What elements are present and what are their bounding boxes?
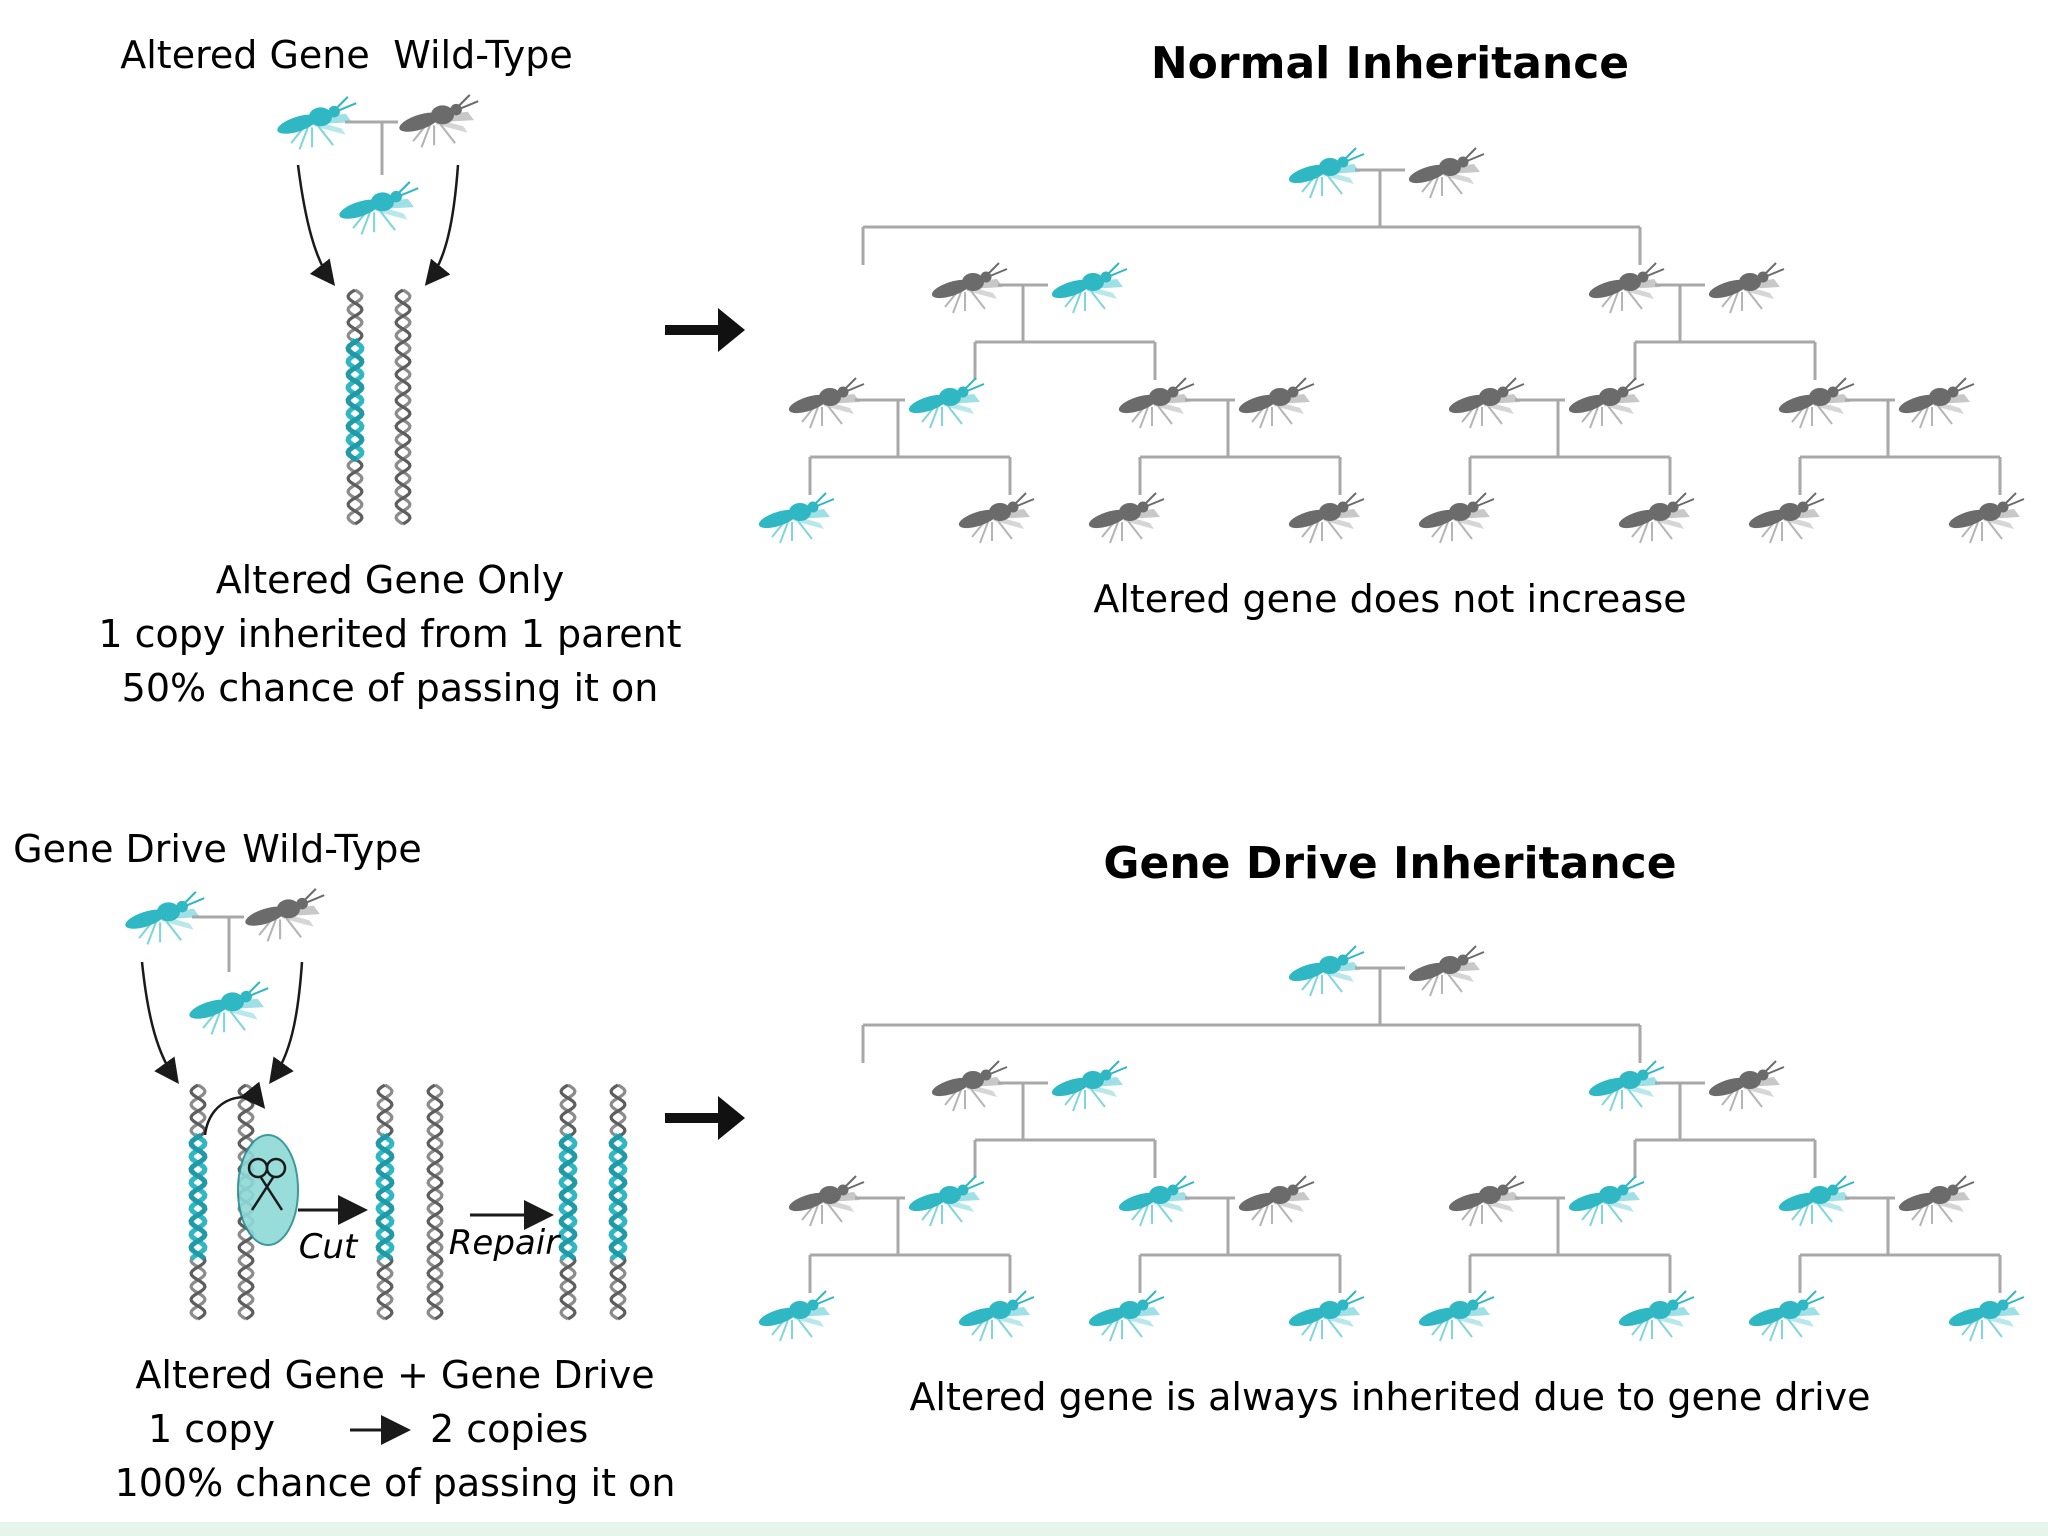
mosquito-icon — [339, 181, 419, 235]
mosquito-icon — [908, 1175, 985, 1227]
mosquito-icon — [1238, 1175, 1315, 1227]
drive-caption-line-3: 100% chance of passing it on — [115, 1461, 676, 1505]
curved-arrow-left — [296, 164, 336, 286]
mosquito-icon — [1288, 147, 1365, 199]
mosquito-icon — [1948, 492, 2025, 544]
dna-icon — [375, 1083, 395, 1321]
bottom-strip — [0, 1522, 2048, 1536]
mosquito-icon — [1748, 492, 1825, 544]
drive-wild-type-label: Wild-Type — [242, 827, 421, 871]
mosquito-icon — [788, 1175, 865, 1227]
drive-cross-panel: Gene Drive Wild-Type Cut Repair Altered … — [13, 827, 675, 1505]
normal-inheritance-title: Normal Inheritance — [1151, 38, 1629, 89]
mosquito-icon — [1448, 377, 1525, 429]
drive-inheritance-tree — [758, 945, 2025, 1342]
gene-drive-label: Gene Drive — [13, 827, 227, 871]
mosquito-icon — [1898, 377, 1975, 429]
arrow-right-icon — [665, 1096, 745, 1140]
mosquito-icon — [1288, 492, 1365, 544]
mosquito-icon — [908, 377, 985, 429]
dna-icon — [608, 1083, 628, 1321]
normal-caption-line-2: 1 copy inherited from 1 parent — [98, 612, 681, 656]
mosquito-icon — [931, 1060, 1008, 1112]
mosquito-icon — [788, 377, 865, 429]
mosquito-icon — [1408, 147, 1485, 199]
drive-chromosomes — [188, 1083, 628, 1321]
mosquito-icon — [1588, 262, 1665, 314]
mosquito-icon — [1618, 1290, 1695, 1342]
mosquito-icon — [958, 492, 1035, 544]
mosquito-icon — [1418, 492, 1495, 544]
drive-inheritance-panel: Gene Drive Inheritance Altered gene is a… — [758, 838, 2025, 1419]
normal-cross-panel: Altered Gene Wild-Type Altered Gene Only… — [98, 33, 681, 710]
mosquito-icon — [1088, 492, 1165, 544]
mosquito-icon — [1618, 492, 1695, 544]
mosquito-icon — [931, 262, 1008, 314]
mosquito-icon — [1948, 1290, 2025, 1342]
drive-cross-offspring — [189, 981, 269, 1035]
drive-inheritance-footer: Altered gene is always inherited due to … — [909, 1375, 1870, 1419]
repair-label: Repair — [449, 1223, 561, 1263]
dna-icon — [558, 1083, 578, 1321]
copy-arrow — [203, 1081, 266, 1136]
normal-caption-line-3: 50% chance of passing it on — [122, 666, 659, 710]
drive-caption-two-copies: 2 copies — [430, 1407, 588, 1451]
mosquito-icon — [1051, 1060, 1128, 1112]
mosquito-icon — [1898, 1175, 1975, 1227]
normal-inheritance-tree — [758, 147, 2025, 544]
mosquito-icon — [1568, 1175, 1645, 1227]
drive-curved-arrow-left — [140, 961, 179, 1085]
normal-inheritance-footer: Altered gene does not increase — [1093, 577, 1686, 621]
drive-curved-arrow-right — [269, 961, 304, 1085]
drive-cross-parents — [125, 888, 325, 972]
mosquito-icon — [1288, 1290, 1365, 1342]
mosquito-icon — [1448, 1175, 1525, 1227]
drive-inheritance-title: Gene Drive Inheritance — [1103, 838, 1676, 889]
mosquito-icon — [1288, 945, 1365, 997]
normal-chromosomes — [345, 288, 412, 526]
dna-icon — [426, 1083, 444, 1321]
normal-cross-parents — [277, 94, 479, 175]
wild-type-label: Wild-Type — [393, 33, 572, 77]
mosquito-icon — [125, 891, 205, 945]
mosquito-icon — [1408, 945, 1485, 997]
mosquito-icon — [1418, 1290, 1495, 1342]
normal-inheritance-panel: Normal Inheritance Altered gene does not… — [758, 38, 2025, 621]
scissors-icon — [237, 1134, 299, 1246]
mosquito-icon — [758, 492, 835, 544]
mosquito-icon — [1051, 262, 1128, 314]
dna-icon — [394, 288, 412, 526]
mosquito-icon — [399, 94, 479, 148]
dna-icon — [188, 1083, 208, 1321]
drive-caption-line-1: Altered Gene + Gene Drive — [135, 1353, 654, 1397]
cut-label: Cut — [299, 1227, 359, 1267]
normal-cross-offspring — [339, 181, 419, 235]
mosquito-icon — [1778, 1175, 1855, 1227]
mosquito-icon — [245, 888, 325, 942]
normal-caption-line-1: Altered Gene Only — [216, 558, 565, 602]
mosquito-icon — [1568, 377, 1645, 429]
drive-caption-one-copy: 1 copy — [148, 1407, 275, 1451]
curved-arrow-right — [424, 164, 460, 286]
mosquito-icon — [1708, 1060, 1785, 1112]
mosquito-icon — [1748, 1290, 1825, 1342]
arrow-right-icon — [665, 308, 745, 352]
mosquito-icon — [1118, 377, 1195, 429]
mosquito-icon — [1118, 1175, 1195, 1227]
mosquito-icon — [1588, 1060, 1665, 1112]
mosquito-icon — [758, 1290, 835, 1342]
mosquito-icon — [1088, 1290, 1165, 1342]
mosquito-icon — [1238, 377, 1315, 429]
mosquito-icon — [189, 981, 269, 1035]
mosquito-icon — [1778, 377, 1855, 429]
mosquito-icon — [958, 1290, 1035, 1342]
mosquito-icon — [1708, 262, 1785, 314]
dna-icon — [345, 288, 365, 526]
altered-gene-label: Altered Gene — [120, 33, 370, 77]
mosquito-icon — [277, 96, 357, 150]
